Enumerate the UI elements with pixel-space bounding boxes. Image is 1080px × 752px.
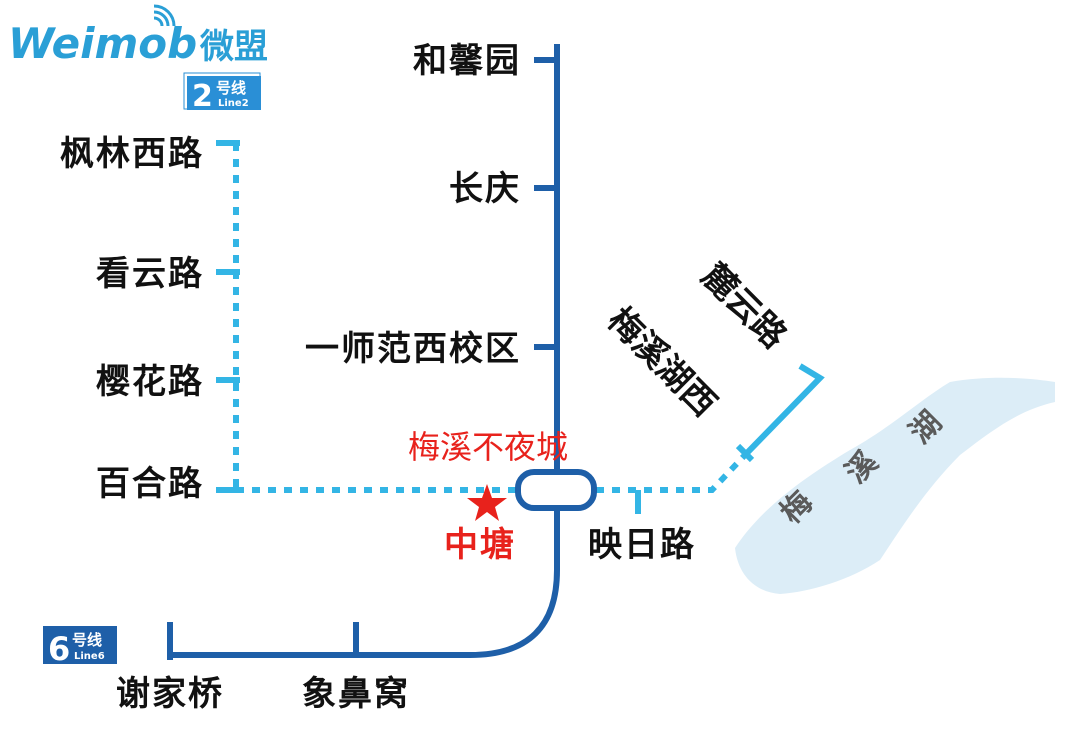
logo-cn: 微盟 [199, 27, 268, 67]
line6-badge-num: 6 [48, 630, 70, 668]
line2-badge-cn: 号线 [216, 79, 246, 97]
station-xiejiaqiao[interactable]: 谢家桥 [116, 674, 224, 714]
line6-badge-cn: 号线 [72, 631, 102, 649]
station-luyun[interactable]: 麓云路 [694, 256, 795, 357]
line2-badge-num: 2 [192, 79, 213, 114]
line6-route [167, 44, 560, 660]
interchange-zhongtang[interactable] [515, 469, 597, 511]
landmark-label: 梅溪不夜城 [408, 428, 568, 466]
station-hexinyuan[interactable]: 和馨园 [413, 41, 521, 81]
station-fenglin[interactable]: 枫林西路 [60, 134, 204, 174]
station-zhongtang[interactable]: 中塘 [444, 525, 516, 565]
station-meixihu-xi[interactable]: 梅溪湖西 [600, 300, 724, 424]
logo-text: Weimob [8, 19, 197, 68]
line2-badge: 2 号线 Line2 [183, 72, 263, 114]
station-xiangbiwo[interactable]: 象鼻窝 [302, 674, 410, 714]
station-baihe[interactable]: 百合路 [96, 464, 204, 504]
station-yingri[interactable]: 映日路 [588, 525, 696, 565]
station-changqing[interactable]: 长庆 [449, 169, 521, 209]
meixi-lake [735, 377, 1055, 594]
star-icon [467, 484, 507, 521]
station-yinghua[interactable]: 樱花路 [96, 362, 204, 402]
line6-badge-en: Line6 [74, 651, 105, 662]
weimob-logo: Weimob 微盟 [8, 4, 268, 68]
station-kanyun[interactable]: 看云路 [96, 254, 204, 294]
line6-badge: 6 号线 Line6 [41, 624, 119, 668]
line2-route [216, 140, 825, 514]
station-yishifan[interactable]: 一师范西校区 [305, 329, 521, 369]
wifi-icon [153, 4, 176, 27]
line2-badge-en: Line2 [218, 98, 249, 109]
